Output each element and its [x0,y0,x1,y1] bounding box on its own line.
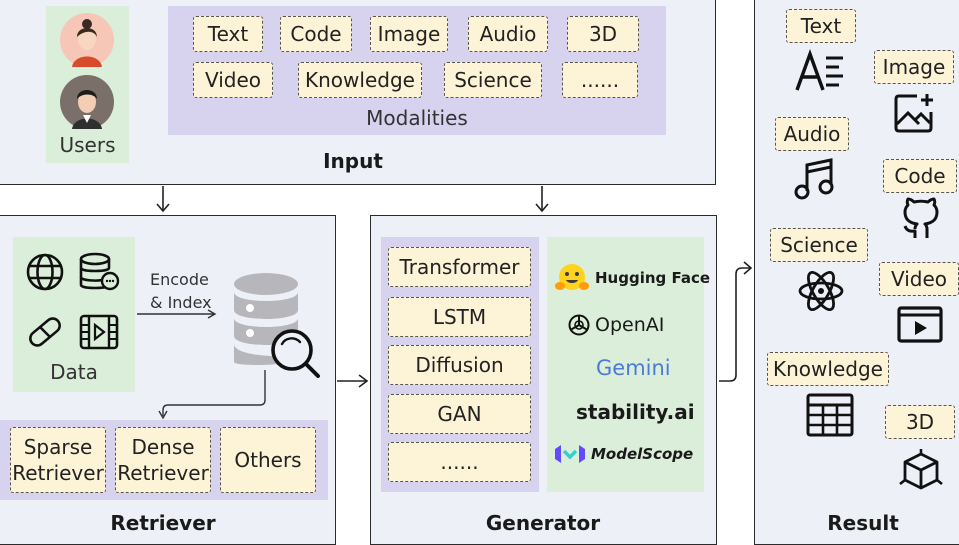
atom-icon [798,270,844,312]
model-lstm: LSTM [388,297,531,337]
modalities-label: Modalities [366,106,468,130]
result-image-tag: Image [874,50,954,84]
modality-more: ...... [562,62,638,98]
result-video-tag: Video [879,262,959,296]
database-search-icon [234,273,320,378]
input-title: Input [323,149,383,173]
modality-science: Science [444,62,542,98]
result-audio-tag: Audio [775,117,849,151]
model-transformer: Transformer [388,247,531,287]
huggingface-logo: Hugging Face [555,262,710,294]
retriever-title: Retriever [110,511,216,535]
model-more: ...... [388,442,531,482]
play-video-icon [897,306,943,343]
modality-knowledge: Knowledge [298,62,422,98]
github-icon [903,197,939,238]
result-code-tag: Code [883,159,957,193]
gemini-logo: Gemini [596,356,671,380]
male-user-avatar [60,75,114,129]
female-user-avatar [60,13,114,67]
image-add-icon [894,94,933,133]
film-icon [79,314,119,350]
sparse-retriever: Sparse Retriever [10,427,106,493]
result-science-tag: Science [770,228,868,262]
result-3d-tag: 3D [885,405,955,439]
openai-logo: OpenAI [567,313,664,337]
database-icon [79,252,120,291]
modality-text: Text [193,16,263,52]
generator-title: Generator [485,511,601,535]
result-title: Result [827,511,899,535]
data-label: Data [50,360,98,384]
modelscope-logo: ModelScope [553,443,693,465]
table-icon [806,393,854,437]
result-text-tag: Text [786,9,856,43]
music-note-icon [794,158,834,200]
globe-icon [26,253,64,291]
text-icon [795,48,843,91]
stability-logo: stability.ai [576,400,695,424]
link-icon [29,317,61,347]
data-box [13,237,135,392]
encode-index-label: Encode & Index [150,270,212,313]
huggingface-emoji-icon [555,264,589,290]
modelscope-mark-icon [555,445,585,463]
openai-name: OpenAI [595,314,665,336]
openai-knot-icon [568,314,590,336]
modality-audio: Audio [468,16,548,52]
modality-image: Image [370,16,448,52]
dense-retriever: Dense Retriever [115,427,211,493]
huggingface-name: Hugging Face [595,269,711,287]
cube-3d-icon [899,449,943,490]
other-retrievers: Others [220,427,316,493]
model-diffusion: Diffusion [388,345,531,385]
modelscope-name: ModelScope [591,445,694,463]
model-gan: GAN [388,394,531,434]
modality-code: Code [280,16,352,52]
modality-video: Video [193,62,273,98]
modality-3d: 3D [567,16,639,52]
result-knowledge-tag: Knowledge [767,352,889,386]
users-label: Users [59,133,116,157]
